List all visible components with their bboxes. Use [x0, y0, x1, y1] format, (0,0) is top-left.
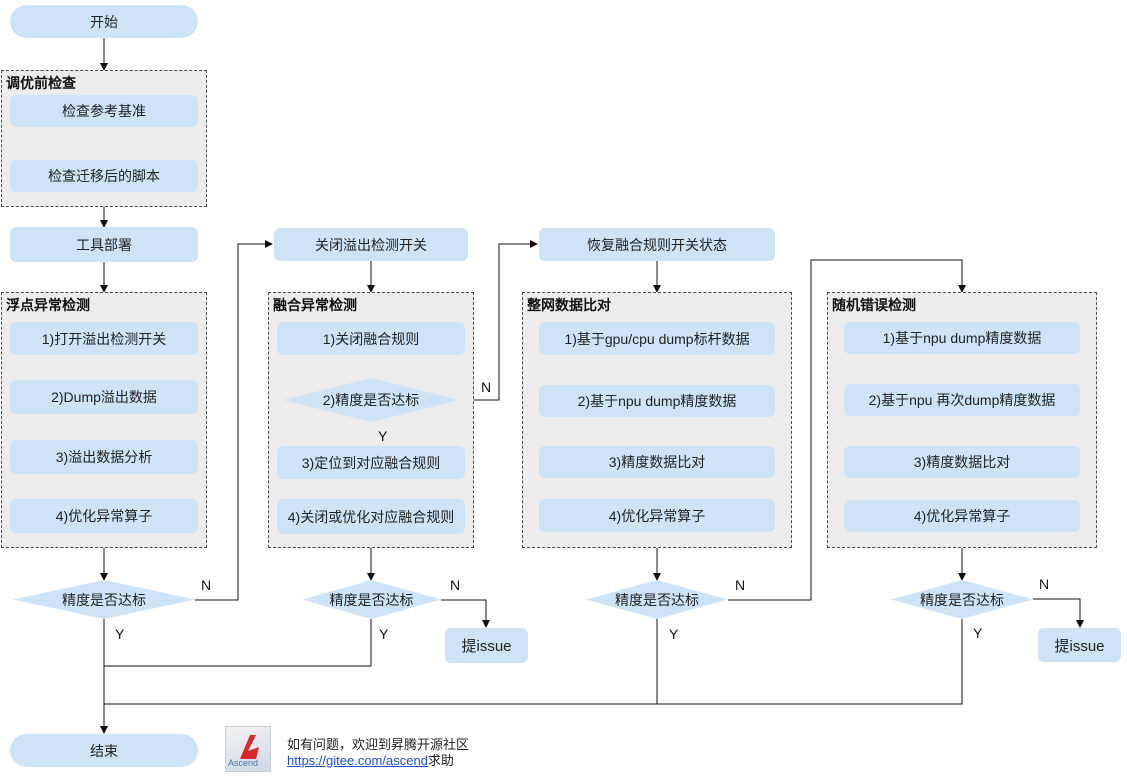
diamond-shape: [891, 580, 1033, 619]
fusion-step-4: 4)关闭或优化对应融合规则: [277, 499, 465, 534]
float-check-step-4: 4)优化异常算子: [10, 499, 198, 533]
fusion-decision-label: 2)精度是否达标: [322, 392, 420, 408]
net-step-2: 2)基于npu dump精度数据: [539, 385, 775, 417]
diamond-shape: [283, 378, 459, 422]
net-compare-title: 整网数据比对: [527, 297, 611, 313]
col3-yes-label: Y: [669, 626, 679, 642]
ascend-a-icon: [240, 735, 259, 759]
issue-box-2: 提issue: [1038, 628, 1121, 662]
diamond-shape: [13, 580, 195, 619]
decision-col4-label: 精度是否达标: [920, 591, 1004, 608]
fusion-no-label: N: [481, 379, 492, 395]
pre-check-title: 调优前检查: [6, 75, 76, 91]
footer-suffix: 求助: [427, 753, 454, 768]
footer-line-1: 如有问题，欢迎到昇腾开源社区: [287, 737, 470, 752]
net-step-3: 3)精度数据比对: [539, 446, 775, 478]
col4-no-label: N: [1039, 576, 1050, 592]
diamond-shape: [586, 580, 728, 619]
col1-no-label: N: [201, 577, 212, 593]
pre-check-step-1: 检查参考基准: [10, 95, 198, 127]
col2-no-label: N: [450, 577, 461, 593]
ascend-logo: Ascend: [225, 726, 271, 772]
net-step-4: 4)优化异常算子: [539, 499, 775, 532]
fusion-step-1: 1)关闭融合规则: [277, 322, 465, 355]
random-check-title: 随机错误检测: [832, 297, 916, 313]
float-check-title: 浮点异常检测: [6, 297, 90, 313]
net-step-1: 1)基于gpu/cpu dump标杆数据: [539, 322, 775, 355]
logo-word: Ascend: [228, 758, 259, 768]
float-check-step-2: 2)Dump溢出数据: [10, 380, 198, 414]
col4-yes-label: Y: [973, 625, 983, 641]
col2-yes-label: Y: [379, 626, 389, 642]
footer-line-2: https://gitee.com/ascend求助: [287, 750, 454, 769]
close-overflow-box: 关闭溢出检测开关: [274, 228, 468, 261]
tool-deploy-box: 工具部署: [10, 227, 198, 262]
float-check-step-1: 1)打开溢出检测开关: [10, 322, 198, 355]
col1-yes-label: Y: [115, 626, 125, 642]
decision-col4: 精度是否达标: [891, 580, 1033, 619]
decision-col2-label: 精度是否达标: [329, 591, 414, 608]
end-node: 结束: [10, 734, 198, 767]
decision-col3-label: 精度是否达标: [615, 591, 699, 608]
float-check-step-3: 3)溢出数据分析: [10, 440, 198, 474]
fusion-check-title: 融合异常检测: [273, 297, 357, 313]
fusion-yes-label: Y: [378, 428, 388, 444]
restore-fusion-box: 恢复融合规则开关状态: [539, 228, 775, 261]
col3-no-label: N: [735, 577, 746, 593]
fusion-step-3: 3)定位到对应融合规则: [277, 446, 465, 479]
random-step-3: 3)精度数据比对: [844, 446, 1080, 478]
pre-check-step-2: 检查迁移后的脚本: [10, 160, 198, 192]
random-step-4: 4)优化异常算子: [844, 500, 1080, 532]
start-node: 开始: [10, 5, 198, 38]
issue-box-1: 提issue: [445, 628, 528, 663]
decision-col1-label: 精度是否达标: [62, 591, 146, 608]
fusion-decision: 2)精度是否达标: [283, 378, 459, 422]
gitee-link[interactable]: https://gitee.com/ascend: [287, 753, 428, 768]
random-step-2: 2)基于npu 再次dump精度数据: [844, 384, 1080, 416]
random-step-1: 1)基于npu dump精度数据: [844, 322, 1080, 354]
decision-col1: 精度是否达标: [13, 580, 195, 619]
decision-col2: 精度是否达标: [302, 580, 441, 619]
decision-col3: 精度是否达标: [586, 580, 728, 619]
diamond-shape: [302, 580, 441, 619]
